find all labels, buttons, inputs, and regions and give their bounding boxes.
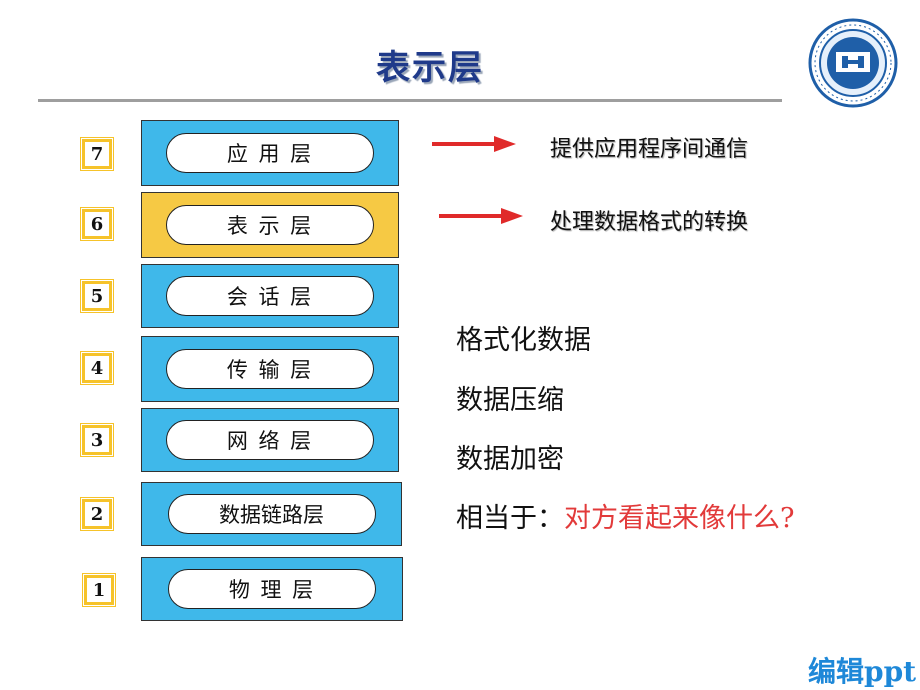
title-divider	[38, 99, 782, 102]
layer-transport: 传 输 层	[141, 336, 399, 402]
layer-label: 数据链路层	[167, 494, 376, 534]
layer-label: 传 输 层	[166, 349, 374, 389]
layer-label: 会 话 层	[166, 276, 374, 316]
layer-number-5: 5	[82, 281, 112, 311]
feature-item: 数据压缩	[456, 385, 564, 416]
layer-number-7: 7	[82, 139, 112, 169]
layer-number-4: 4	[82, 353, 112, 383]
application-description: 提供应用程序间通信	[550, 137, 749, 162]
layer-number-3: 3	[82, 425, 112, 455]
right-arrow-icon	[439, 208, 523, 224]
layer-label: 表 示 层	[166, 205, 374, 245]
layer-presentation: 表 示 层	[141, 192, 399, 258]
layer-number-1: 1	[84, 575, 114, 605]
feature-item: 数据加密	[456, 444, 564, 475]
layer-label: 网 络 层	[166, 420, 374, 460]
layer-session: 会 话 层	[141, 264, 399, 328]
presentation-description: 处理数据格式的转换	[550, 210, 749, 235]
university-seal-logo	[808, 18, 898, 108]
layer-data-link: 数据链路层	[141, 482, 402, 546]
layer-number-2: 2	[82, 499, 112, 529]
page-title: 表示层	[376, 48, 484, 88]
analogy-question: 对方看起来像什么?	[564, 503, 795, 534]
layer-physical: 物 理 层	[141, 557, 403, 621]
layer-network: 网 络 层	[141, 408, 399, 472]
layer-label: 应 用 层	[166, 133, 374, 173]
right-arrow-icon	[432, 136, 516, 152]
feature-item: 格式化数据	[456, 325, 591, 356]
footer-edit-label: 编辑ppt	[808, 655, 917, 688]
layer-number-6: 6	[82, 209, 112, 239]
layer-label: 物 理 层	[168, 569, 376, 609]
analogy-prefix: 相当于：	[456, 503, 564, 534]
layer-application: 应 用 层	[141, 120, 399, 186]
analogy-line: 相当于：对方看起来像什么?	[456, 496, 794, 535]
